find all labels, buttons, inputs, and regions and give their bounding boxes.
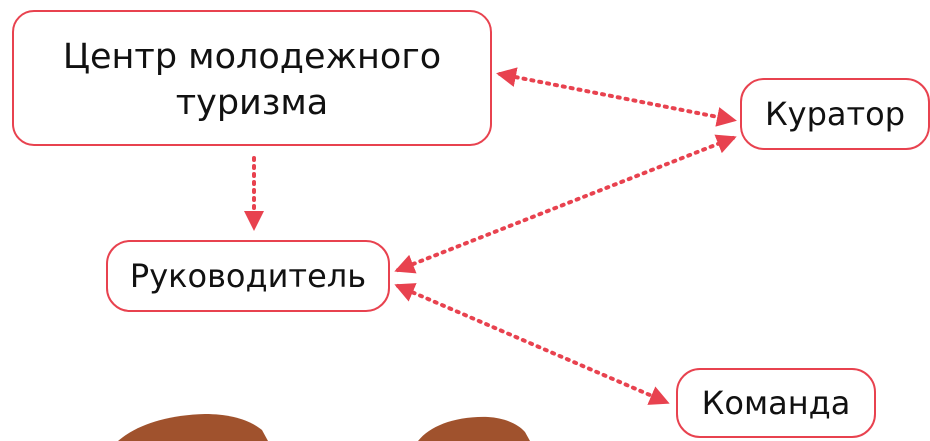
node-leader: Руководитель (106, 240, 390, 312)
connector-center-curator (496, 67, 737, 127)
node-curator: Куратор (740, 78, 930, 150)
node-team: Команда (676, 368, 876, 438)
node-center-label-line1: Центр молодежного (62, 37, 442, 77)
hair-left-shape (118, 414, 268, 441)
node-leader-label: Руководитель (129, 257, 367, 295)
node-curator-label: Куратор (764, 95, 906, 133)
node-youth-tourism-center: Центр молодежного туризма (12, 10, 492, 146)
node-team-label: Команда (701, 384, 851, 422)
hair-right-shape (418, 416, 530, 441)
connector-leader-team (394, 283, 670, 405)
node-center-label-line2: туризма (175, 83, 329, 123)
